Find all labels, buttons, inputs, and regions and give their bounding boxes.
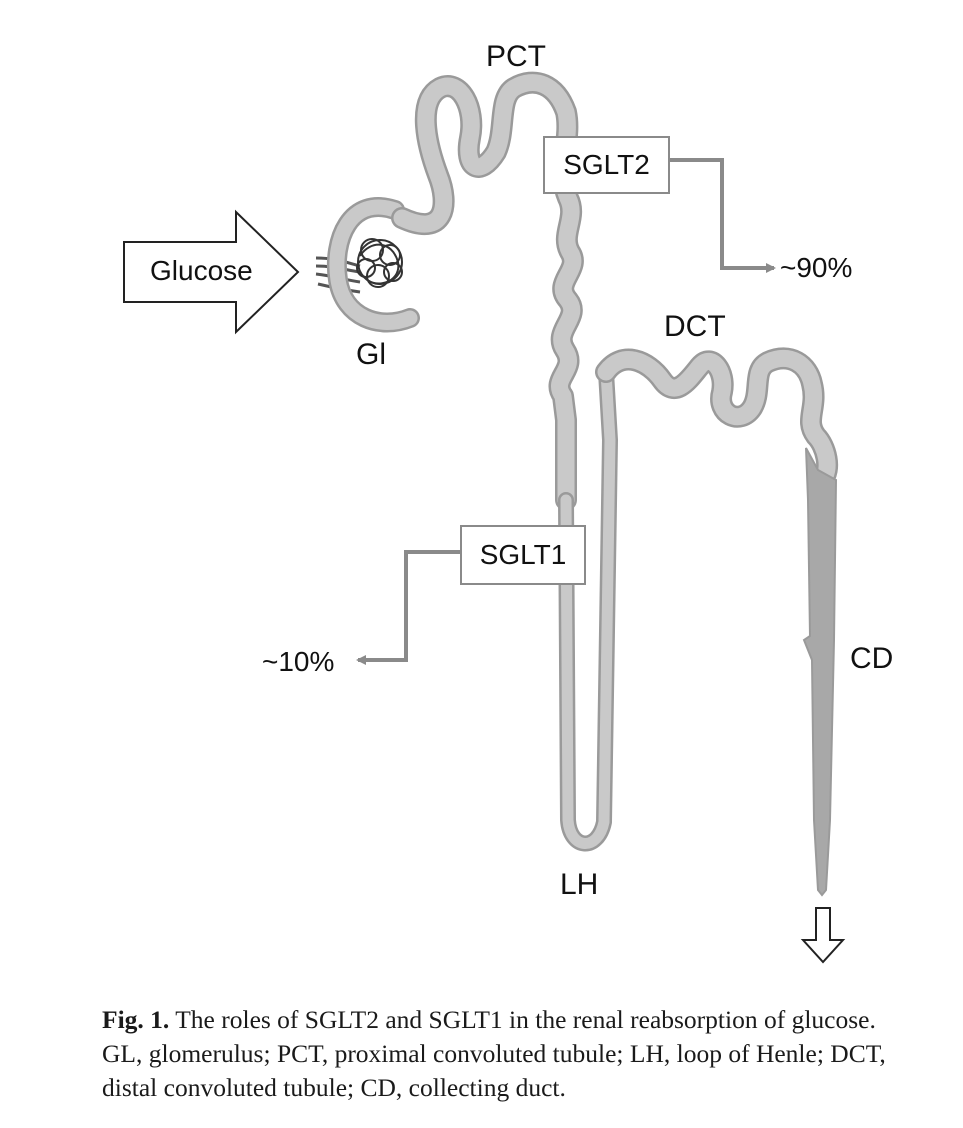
figure-number: Fig. 1. bbox=[102, 1005, 170, 1034]
distal-convoluted-tubule bbox=[595, 347, 839, 491]
sglt2-reabsorption-arrow bbox=[670, 158, 776, 273]
sglt1-reabsorption-arrow bbox=[356, 550, 460, 665]
urine-outflow-arrow bbox=[800, 907, 846, 964]
sglt2-box: SGLT2 bbox=[543, 136, 670, 194]
dct-label: DCT bbox=[664, 310, 726, 343]
glucose-label: Glucose bbox=[150, 255, 253, 286]
cd-label: CD bbox=[850, 642, 894, 675]
pct-label: PCT bbox=[486, 40, 546, 73]
figure-caption: Fig. 1. The roles of SGLT2 and SGLT1 in … bbox=[102, 1003, 922, 1105]
loop-of-henle bbox=[558, 364, 618, 852]
proximal-convoluted-tubule bbox=[391, 71, 584, 511]
caption-text: The roles of SGLT2 and SGLT1 in the rena… bbox=[102, 1005, 886, 1102]
nephron-diagram bbox=[123, 71, 846, 964]
glomerulus bbox=[356, 238, 403, 288]
glomerulus-label: Gl bbox=[356, 338, 386, 371]
sglt1-share-label: ~10% bbox=[262, 646, 335, 677]
sglt1-box: SGLT1 bbox=[460, 525, 586, 585]
glucose-input-arrow bbox=[123, 209, 300, 335]
collecting-duct bbox=[802, 447, 838, 897]
lh-label: LH bbox=[560, 868, 599, 901]
sglt2-share-label: ~90% bbox=[780, 252, 853, 283]
